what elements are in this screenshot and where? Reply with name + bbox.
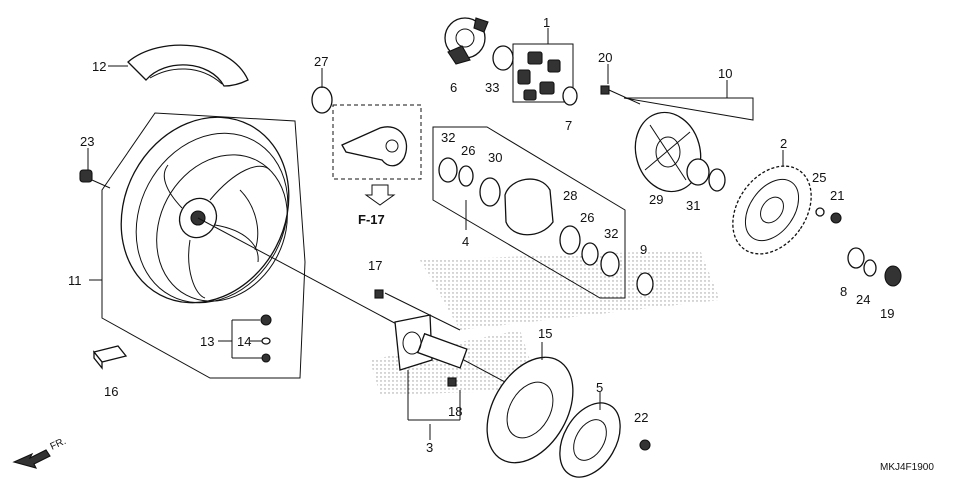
tire-part <box>127 44 249 87</box>
hub-bearing-set <box>432 126 626 299</box>
balance-weight-parts <box>231 314 272 363</box>
reference-box <box>332 104 422 206</box>
bolt-18 <box>447 377 457 387</box>
callout-30: 30 <box>488 150 502 165</box>
o-ring-7 <box>562 86 578 106</box>
callout-17: 17 <box>368 258 382 273</box>
callout-1: 1 <box>543 15 550 30</box>
damper-rubber-set <box>512 43 574 103</box>
bearing-29 <box>686 158 710 186</box>
callout-10: 10 <box>718 66 732 81</box>
callout-25: 25 <box>812 170 826 185</box>
collar-24 <box>863 259 877 277</box>
disc-cover-part <box>559 402 621 478</box>
callout-15: 15 <box>538 326 552 341</box>
callout-33: 33 <box>485 80 499 95</box>
sprocket-hub-part <box>623 97 754 193</box>
seal-32b <box>600 251 620 277</box>
callout-24: 24 <box>856 292 870 307</box>
clip-26a <box>458 165 474 187</box>
callout-22: 22 <box>634 410 648 425</box>
brake-disc-part <box>486 356 574 464</box>
o-ring-33 <box>492 45 514 71</box>
balance-block-part <box>92 345 128 370</box>
damper-holder-part <box>444 17 489 65</box>
front-label: FR. <box>49 436 68 453</box>
callout-9: 9 <box>640 242 647 257</box>
driven-sprocket-part <box>732 165 812 255</box>
callout-26a: 26 <box>461 143 475 158</box>
callout-4: 4 <box>462 234 469 249</box>
callout-8: 8 <box>840 284 847 299</box>
clip-26b <box>581 242 599 266</box>
callout-5: 5 <box>596 380 603 395</box>
diagram-code: MKJ4F1900 <box>880 462 934 473</box>
bolt-17 <box>374 289 384 299</box>
callout-6: 6 <box>450 80 457 95</box>
bearing-28 <box>559 225 581 255</box>
seal-8 <box>847 247 865 269</box>
callout-32a: 32 <box>441 130 455 145</box>
callout-26b: 26 <box>580 210 594 225</box>
callout-13: 13 <box>200 334 214 349</box>
callout-19: 19 <box>880 306 894 321</box>
callout-28: 28 <box>563 188 577 203</box>
leader-lines <box>87 28 784 440</box>
callout-29: 29 <box>649 192 663 207</box>
bolt-20 <box>600 85 641 105</box>
o-ring-9 <box>636 272 654 296</box>
callout-7: 7 <box>565 118 572 133</box>
seal-31 <box>708 168 726 192</box>
o-ring-27 <box>311 86 333 114</box>
axle-center-line <box>197 217 521 391</box>
callout-12: 12 <box>92 59 106 74</box>
callout-3: 3 <box>426 440 433 455</box>
nut-21 <box>830 212 842 224</box>
callout-11: 11 <box>68 273 82 288</box>
seal-32a <box>438 157 458 183</box>
nut-19 <box>884 265 902 287</box>
washer-25 <box>815 207 825 217</box>
distance-collar <box>504 178 554 236</box>
callout-2: 2 <box>780 136 787 151</box>
callout-16: 16 <box>104 384 118 399</box>
callout-14: 14 <box>237 334 251 349</box>
callout-23: 23 <box>80 134 94 149</box>
bearing-30 <box>479 177 501 207</box>
callout-32b: 32 <box>604 226 618 241</box>
callout-21: 21 <box>830 188 844 203</box>
callout-31: 31 <box>686 198 700 213</box>
nut-22 <box>639 439 651 451</box>
callout-27: 27 <box>314 54 328 69</box>
reference-label: F-17 <box>358 212 385 227</box>
valve-cap-part <box>79 169 111 189</box>
callout-20: 20 <box>598 50 612 65</box>
axle-flange-assembly <box>394 314 468 421</box>
front-direction-arrow <box>12 449 51 469</box>
callout-18: 18 <box>448 404 462 419</box>
